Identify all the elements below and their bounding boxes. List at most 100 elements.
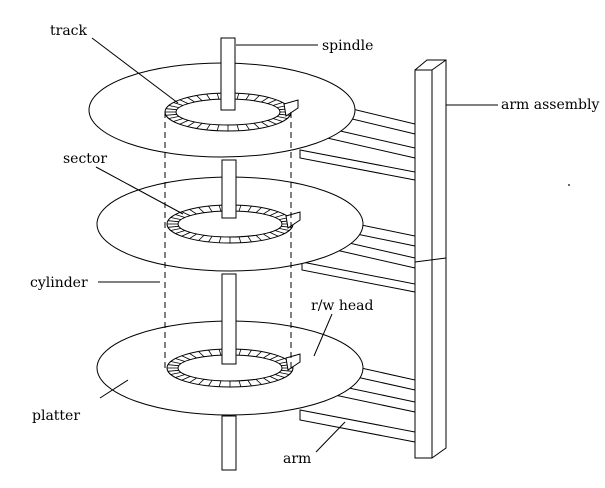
sector-tick [238,349,242,356]
sector-tick [173,102,184,106]
sector-tick [208,205,213,213]
label-rw-head: r/w head [311,298,373,314]
sector-ticks [167,205,293,243]
sector-tick [170,228,182,231]
sector-tick [208,235,213,243]
sector-tick [216,124,220,131]
sector-tick [272,102,283,106]
sector-tick [281,369,293,372]
sector-tick [187,121,195,127]
sector-tick [196,123,203,129]
sector-tick [269,232,279,237]
sector-tick [247,235,252,243]
sector-tick [208,379,213,387]
sector-tick [167,225,179,228]
spindle-middle-lower [221,273,237,365]
sector-tick [247,205,252,213]
sector-tick [179,99,189,104]
sector-tick [274,358,285,362]
sector-tick [274,374,285,378]
sector-tick [181,211,191,216]
platter-bottom [96,320,364,416]
sector-tick [218,236,222,243]
sector-tick [189,377,197,383]
sector-tick [238,205,242,212]
sector-tick [179,120,189,125]
sector-tick [263,377,271,383]
sector-tick [175,214,186,218]
sector-tick [263,233,271,239]
sector-tick [167,220,179,223]
sector-tick [167,364,179,367]
sector-tick [218,349,222,356]
sector-tick [267,99,277,104]
sector-tick [181,355,191,360]
sector-tick [269,211,279,216]
sector-tick [245,93,250,101]
label-track: track [50,23,88,39]
arm-assembly-column [414,59,447,459]
label-spindle: spindle [322,38,373,54]
sector-tick [255,379,262,385]
label-arm-assembly: arm assembly [501,97,599,113]
sector-tick [168,105,180,108]
sector-tick [189,353,197,359]
sector-tick [198,235,205,241]
sector-tick [196,95,203,101]
sector-tick [175,374,186,378]
sector-tick [175,230,186,234]
label-arm: arm [283,451,311,467]
sector-tick [261,121,269,127]
sector-tick [274,230,285,234]
label-sector: sector [63,151,107,167]
label-platter: platter [32,408,80,424]
sector-tick [189,209,197,215]
sector-tick [263,209,271,215]
spindle-bottom [221,415,237,471]
sector-tick [247,379,252,387]
sector-tick [253,95,260,101]
sector-tick [189,233,197,239]
sector-tick [255,207,262,213]
sector-tick [238,380,242,387]
sector-tick [236,93,240,100]
sector-tick [238,236,242,243]
sector-tick [218,205,222,212]
sector-tick [170,217,182,220]
sector-tick [255,235,262,241]
label-cylinder: cylinder [30,275,88,291]
sector-tick [278,372,290,375]
sector-tick [276,116,288,119]
sector-tick [261,97,269,103]
rw-head-bottom [285,353,301,371]
sector-tick [187,97,195,103]
sector-tick [198,207,205,213]
sector-tick [236,124,240,131]
sector-tick [167,369,179,372]
sector-tick [218,380,222,387]
sector-tick [263,353,271,359]
sector-tick [247,349,252,357]
sector-tick [165,113,177,116]
sector-tick [181,376,191,381]
sector-tick [206,93,211,101]
sector-tick [274,214,285,218]
sector-tick [168,116,180,119]
sector-tick [272,118,283,122]
stray-dot [568,184,570,186]
sector-tick [198,351,205,357]
sector-ticks [167,349,293,387]
cylinder-outline [164,112,292,368]
sector-tick [170,372,182,375]
sector-tick [245,123,250,131]
sector-tick [216,93,220,100]
sector-tick [255,351,262,357]
sector-tick [165,108,177,111]
sector-tick [269,376,279,381]
sector-tick [181,232,191,237]
sector-tick [278,228,290,231]
sector-tick [198,379,205,385]
sector-tick [253,123,260,129]
sector-tick [175,358,186,362]
